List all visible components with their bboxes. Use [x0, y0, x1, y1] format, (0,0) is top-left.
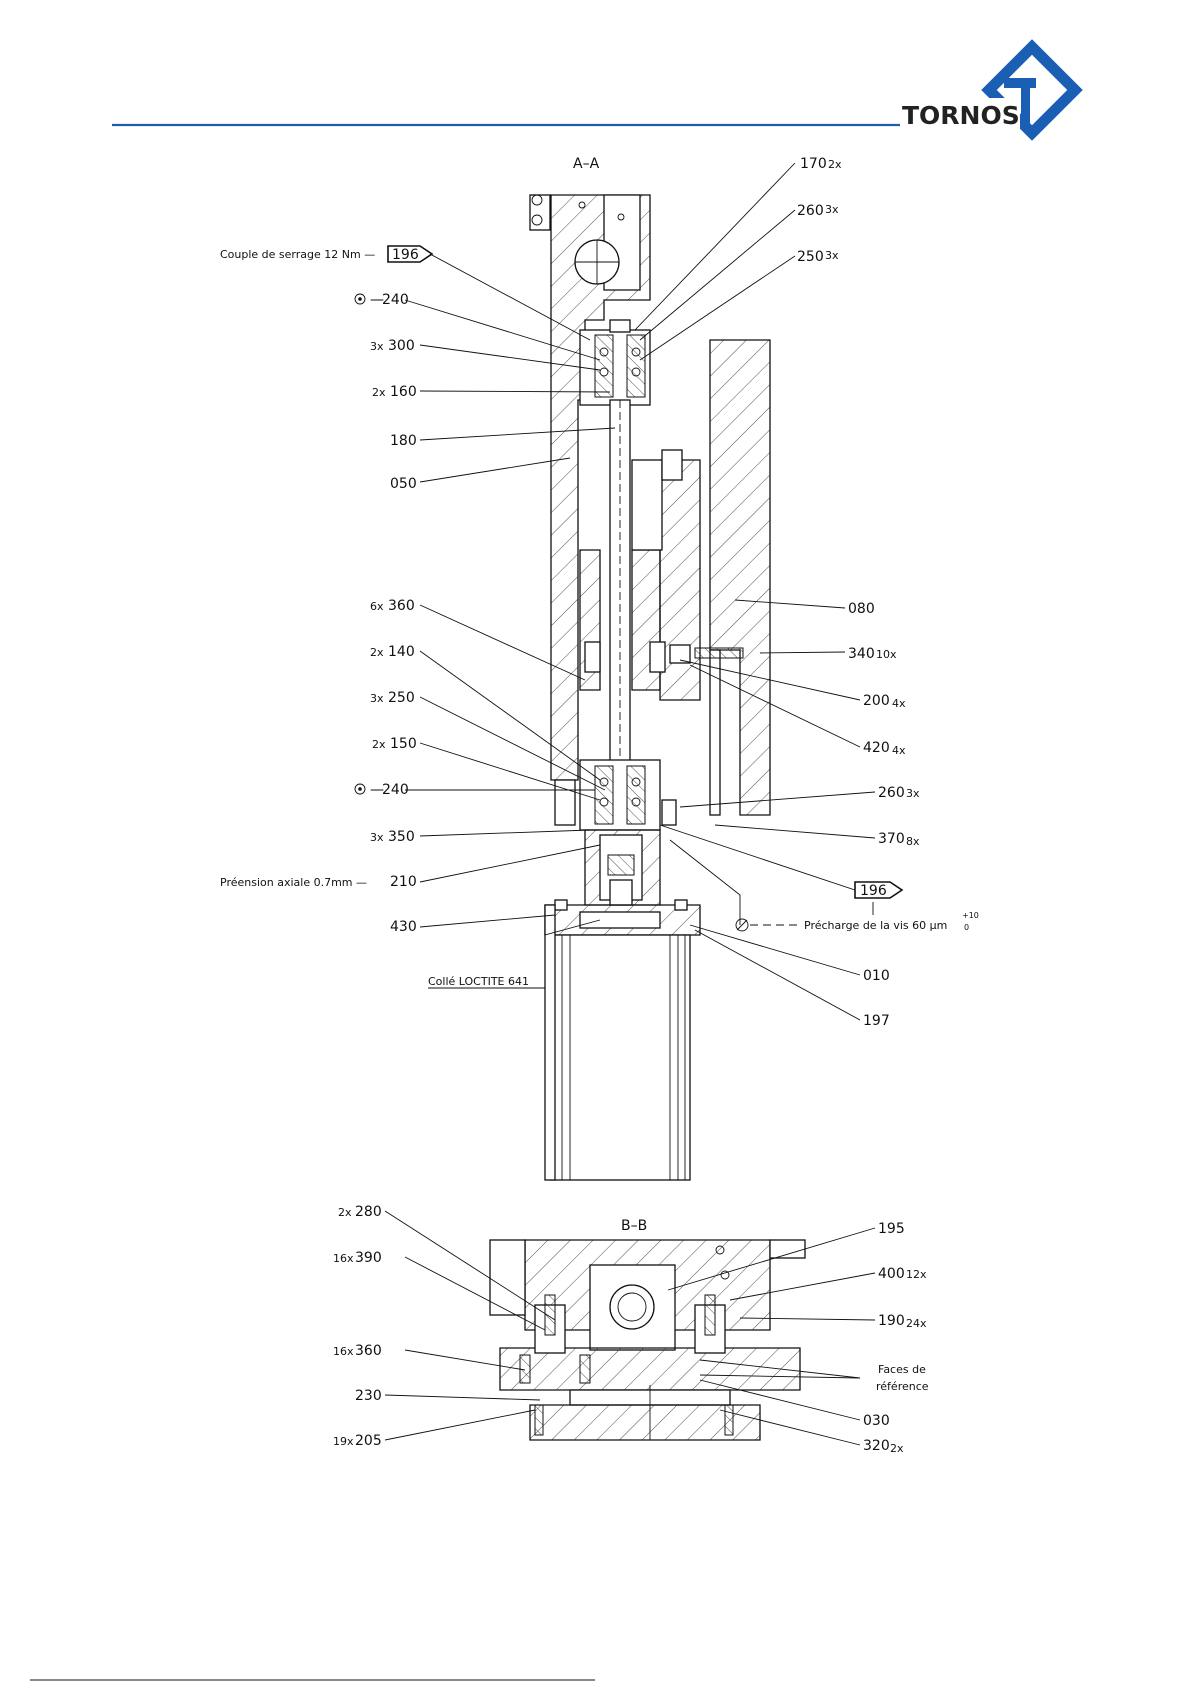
labels-aa-right: 170 2x 260 3x 250 3x 080 340 10x 200 4x … [797, 156, 979, 1029]
label-170: 170 [800, 156, 827, 172]
label-320: 320 [863, 1438, 890, 1454]
svg-text:4x: 4x [892, 697, 906, 710]
svg-text:3x: 3x [370, 340, 384, 353]
label-400: 400 [878, 1266, 905, 1282]
label-240-bottom: 240 [382, 782, 409, 798]
faces-note-1: Faces de [878, 1363, 926, 1376]
loctite-note: Collé LOCTITE 641 [428, 975, 529, 988]
label-420: 420 [863, 740, 890, 756]
label-260-lower: 260 [878, 785, 905, 801]
torque-note: Couple de serrage 12 Nm — [220, 248, 375, 261]
svg-text:2x: 2x [372, 386, 386, 399]
label-140: 140 [388, 644, 415, 660]
precharge-tol-top: +10 [962, 911, 979, 920]
label-197: 197 [863, 1013, 890, 1029]
label-196-top: 196 [392, 247, 419, 263]
tornos-logo: TORNOS [900, 39, 1083, 141]
label-180: 180 [390, 433, 417, 449]
label-190: 190 [878, 1313, 905, 1329]
svg-text:3x: 3x [906, 787, 920, 800]
svg-text:6x: 6x [370, 600, 384, 613]
svg-text:10x: 10x [876, 648, 897, 661]
svg-text:2x: 2x [890, 1442, 904, 1455]
tag-196-top [387, 245, 434, 263]
label-370: 370 [878, 831, 905, 847]
labels-aa-left: Couple de serrage 12 Nm — 196 — 240 3x 3… [220, 247, 545, 989]
svg-text:16x: 16x [333, 1345, 354, 1358]
svg-text:3x: 3x [825, 203, 839, 216]
svg-text:2x: 2x [372, 738, 386, 751]
leaders-bb [384, 1210, 876, 1446]
svg-text:3x: 3x [370, 831, 384, 844]
label-360-aa: 360 [388, 598, 415, 614]
svg-text:19x: 19x [333, 1435, 354, 1448]
grease-icon-lower [354, 783, 366, 795]
svg-text:24x: 24x [906, 1317, 927, 1330]
label-160: 160 [390, 384, 417, 400]
label-205: 205 [355, 1433, 382, 1449]
label-080: 080 [848, 601, 875, 617]
label-340: 340 [848, 646, 875, 662]
leaders-aa-left [404, 253, 616, 985]
brand-name: TORNOS [902, 101, 1020, 130]
label-200: 200 [863, 693, 890, 709]
label-050: 050 [390, 476, 417, 492]
label-350: 350 [388, 829, 415, 845]
label-260-top: 260 [797, 203, 824, 219]
label-230: 230 [355, 1388, 382, 1404]
label-210: 210 [390, 874, 417, 890]
svg-text:8x: 8x [906, 835, 920, 848]
label-280: 280 [355, 1204, 382, 1220]
svg-text:3x: 3x [825, 249, 839, 262]
svg-text:16x: 16x [333, 1252, 354, 1265]
label-010: 010 [863, 968, 890, 984]
section-aa-title: A–A [573, 156, 600, 172]
labels-bb: 2x 280 16x 390 16x 360 230 19x 205 195 4… [333, 1204, 929, 1455]
label-196-right: 196 [860, 883, 887, 899]
preload-note: Préension axiale 0.7mm — [220, 876, 367, 889]
section-aa-drawing [529, 194, 771, 1181]
label-195: 195 [878, 1221, 905, 1237]
section-bb-title: B–B [621, 1218, 647, 1234]
label-150: 150 [390, 736, 417, 752]
grease-icon [354, 293, 366, 305]
precharge-note: Précharge de la vis 60 µm [804, 919, 947, 932]
svg-text:2x: 2x [370, 646, 384, 659]
label-250-left: 250 [388, 690, 415, 706]
label-390: 390 [355, 1250, 382, 1266]
svg-text:4x: 4x [892, 744, 906, 757]
section-bb-drawing [489, 1239, 806, 1441]
faces-note-2: référence [876, 1380, 929, 1393]
label-240-top: 240 [382, 292, 409, 308]
precharge-tol-bottom: 0 [964, 923, 969, 932]
leaders-aa-right [634, 162, 876, 1021]
label-360-bb: 360 [355, 1343, 382, 1359]
svg-text:3x: 3x [370, 692, 384, 705]
label-250-right: 250 [797, 249, 824, 265]
svg-text:—: — [370, 292, 384, 308]
svg-text:2x: 2x [828, 158, 842, 171]
label-300: 300 [388, 338, 415, 354]
label-430: 430 [390, 919, 417, 935]
svg-text:2x: 2x [338, 1206, 352, 1219]
svg-text:12x: 12x [906, 1268, 927, 1281]
label-030: 030 [863, 1413, 890, 1429]
svg-text:—: — [370, 782, 384, 798]
tag-196-right [854, 881, 904, 899]
